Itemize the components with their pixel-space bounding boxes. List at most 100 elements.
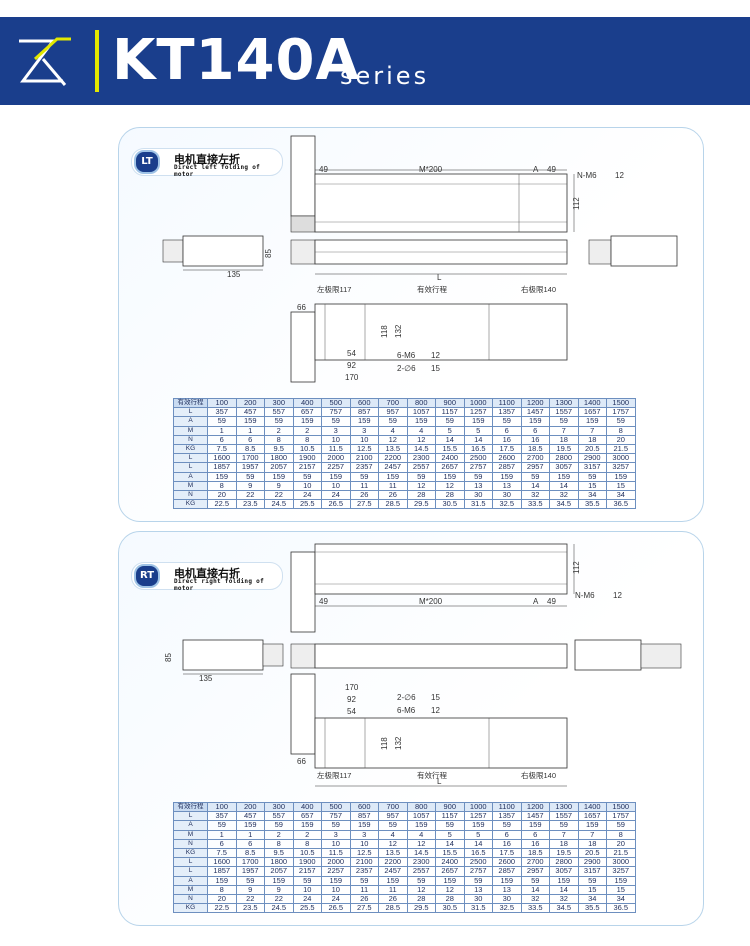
table-cell: 59 <box>463 471 493 482</box>
table-cell: 36.5 <box>606 903 636 914</box>
table-cell: 28.5 <box>378 903 408 914</box>
dim-135: 135 <box>227 270 241 279</box>
table-cell: 3 <box>321 425 351 436</box>
table-cell: 8 <box>207 480 237 491</box>
table-cell: 2557 <box>406 462 436 473</box>
technical-drawing: 49 M*200 A 49 N-M6 12 112 85 135 L 66 左极… <box>162 135 678 383</box>
dim-phi6-depth: 15 <box>431 364 440 373</box>
table-cell: 159 <box>349 820 379 831</box>
table-cell: 6 <box>492 425 522 436</box>
table-cell: 3 <box>321 829 351 840</box>
table-cell: 159 <box>349 416 379 427</box>
dim-85: 85 <box>264 249 273 258</box>
table-cell: 1 <box>235 829 265 840</box>
dim-118: 118 <box>380 325 389 338</box>
table-cell: 2357 <box>349 462 379 473</box>
table-cell: 2157 <box>292 462 322 473</box>
dim-54: 54 <box>347 349 356 358</box>
table-cell: 2357 <box>349 866 379 877</box>
dim-132: 132 <box>394 324 403 338</box>
dim-92: 92 <box>347 695 356 704</box>
table-cell: 35.5 <box>577 499 607 510</box>
table-cell: 7 <box>577 829 607 840</box>
table-cell: 1857 <box>207 866 237 877</box>
table-cell: 32.5 <box>492 499 522 510</box>
table-cell: 3 <box>349 425 379 436</box>
table-cell: 2957 <box>520 462 550 473</box>
table-cell: 159 <box>292 416 322 427</box>
table-cell: 59 <box>349 471 379 482</box>
table-cell: 26.5 <box>321 499 351 510</box>
dim-92: 92 <box>347 361 356 370</box>
table-cell: 6 <box>520 425 550 436</box>
table-cell: 3257 <box>606 462 636 473</box>
table-cell: 23.5 <box>235 499 265 510</box>
table-cell: 59 <box>321 820 351 831</box>
table-cell: 59 <box>549 416 579 427</box>
table-cell: 59 <box>492 820 522 831</box>
row-header-cell: M <box>173 884 208 895</box>
brand-logo-icon <box>19 37 71 86</box>
table-cell: 2557 <box>406 866 436 877</box>
table-cell: 3157 <box>577 866 607 877</box>
table-cell: 59 <box>606 820 636 831</box>
table-cell: 9 <box>235 480 265 491</box>
section-rt: RT 电机直接右折 Direct right folding of motor … <box>118 531 704 926</box>
dim-85: 85 <box>164 653 173 662</box>
table-cell: 159 <box>321 471 351 482</box>
dim-66: 66 <box>297 757 306 766</box>
dim-depth12: 12 <box>615 171 624 180</box>
dim-66: 66 <box>297 303 306 312</box>
table-cell: 59 <box>235 875 265 886</box>
dim-stroke: 有效行程 <box>417 284 447 294</box>
row-header-cell: N <box>173 434 208 445</box>
technical-drawing: 49 M*200 A 49 N-M6 12 112 85 135 170 92 … <box>164 543 682 787</box>
table-cell: 159 <box>606 471 636 482</box>
table-cell: 33.5 <box>520 903 550 914</box>
section-label: RT 电机直接右折 Direct right folding of motor <box>131 562 283 592</box>
table-cell: 11 <box>349 480 379 491</box>
table-cell: 14 <box>520 884 550 895</box>
row-header-cell: A <box>173 875 208 886</box>
section-title-en: Direct right folding of motor <box>174 578 264 592</box>
table-cell: 2457 <box>378 462 408 473</box>
table-cell: 59 <box>235 471 265 482</box>
table-cell: 59 <box>292 875 322 886</box>
table-cell: 159 <box>264 471 294 482</box>
row-header-cell: A <box>173 471 208 482</box>
dim-54: 54 <box>347 707 356 716</box>
table-cell: 159 <box>235 820 265 831</box>
dim-nm6: N-M6 <box>577 171 597 180</box>
table-cell: 159 <box>378 471 408 482</box>
table-cell: 14 <box>549 480 579 491</box>
table-cell: 12 <box>406 480 436 491</box>
row-header-cell: KG <box>173 443 208 455</box>
dim-L: L <box>437 273 442 282</box>
table-cell: 159 <box>577 416 607 427</box>
table-cell: 2057 <box>264 866 294 877</box>
table-cell: 15 <box>606 480 636 491</box>
table-cell: 2 <box>292 425 322 436</box>
section-title-en: Direct left folding of motor <box>174 164 261 178</box>
table-cell: 30.5 <box>435 499 465 510</box>
dim-a: A <box>533 597 539 606</box>
table-cell: 11 <box>378 884 408 895</box>
dim-m6-depth: 12 <box>431 351 440 360</box>
table-cell: 13 <box>463 480 493 491</box>
table-cell: 34 <box>606 893 636 905</box>
table-cell: 1 <box>207 425 237 436</box>
table-cell: 24.5 <box>264 903 294 914</box>
table-cell: 4 <box>406 829 436 840</box>
dim-112: 112 <box>572 197 581 210</box>
table-cell: 2757 <box>463 866 493 877</box>
dim-112: 112 <box>572 561 581 574</box>
table-cell: 27.5 <box>349 499 379 510</box>
dim-a: A <box>533 165 539 174</box>
row-header-cell: N <box>173 489 208 501</box>
section-lt: LT 电机直接左折 Direct left folding of motor 4… <box>118 127 704 522</box>
